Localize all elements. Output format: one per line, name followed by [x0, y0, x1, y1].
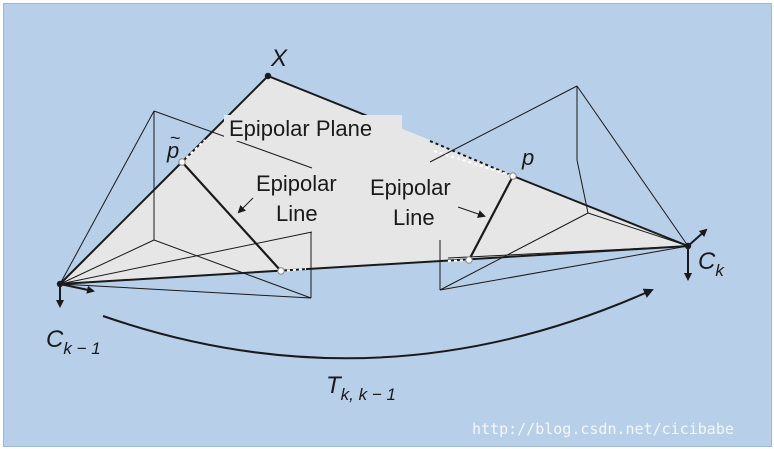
left-label-pointer	[237, 197, 254, 214]
label-p-tilde-accent: ~	[170, 128, 181, 148]
right-epipole	[465, 256, 473, 264]
label-p-tilde: p	[166, 138, 179, 163]
left-camera-axis-forward	[59, 283, 95, 294]
right-camera-frustum	[429, 85, 689, 291]
label-camera-left: Ck − 1	[46, 326, 101, 358]
right-label-pointer	[457, 206, 486, 218]
label-transform: Tk, k − 1	[326, 372, 396, 404]
ray-dashed-segment-left	[181, 139, 206, 163]
watermark: http://blog.csdn.net/cicibabe	[472, 420, 734, 438]
point-p-tilde	[178, 158, 186, 166]
baseline	[59, 245, 689, 285]
transform-arc	[102, 288, 654, 360]
right-epipolar-line-label-2: Line	[393, 205, 435, 230]
label-x: X	[270, 45, 288, 72]
label-camera-right: Ck	[698, 248, 725, 280]
right-camera-axis-forward	[687, 228, 708, 247]
right-epipolar-line-label-1: Epipolar	[370, 175, 451, 200]
left-epipolar-line	[181, 161, 282, 272]
left-epipole	[277, 267, 285, 275]
point-p	[509, 172, 517, 180]
point-x-dot	[264, 72, 272, 80]
epipolar-plane-label-bg	[224, 115, 402, 141]
left-epipolar-line-label-2: Line	[276, 201, 318, 226]
left-epipolar-line-label-1: Epipolar	[256, 171, 337, 196]
label-p: p	[521, 145, 534, 170]
label-epipolar-plane: Epipolar Plane	[229, 116, 372, 141]
ray-dashed-segment-right	[433, 150, 514, 177]
right-epipolar-line	[468, 175, 514, 261]
baseline-dashed-left	[280, 268, 307, 272]
